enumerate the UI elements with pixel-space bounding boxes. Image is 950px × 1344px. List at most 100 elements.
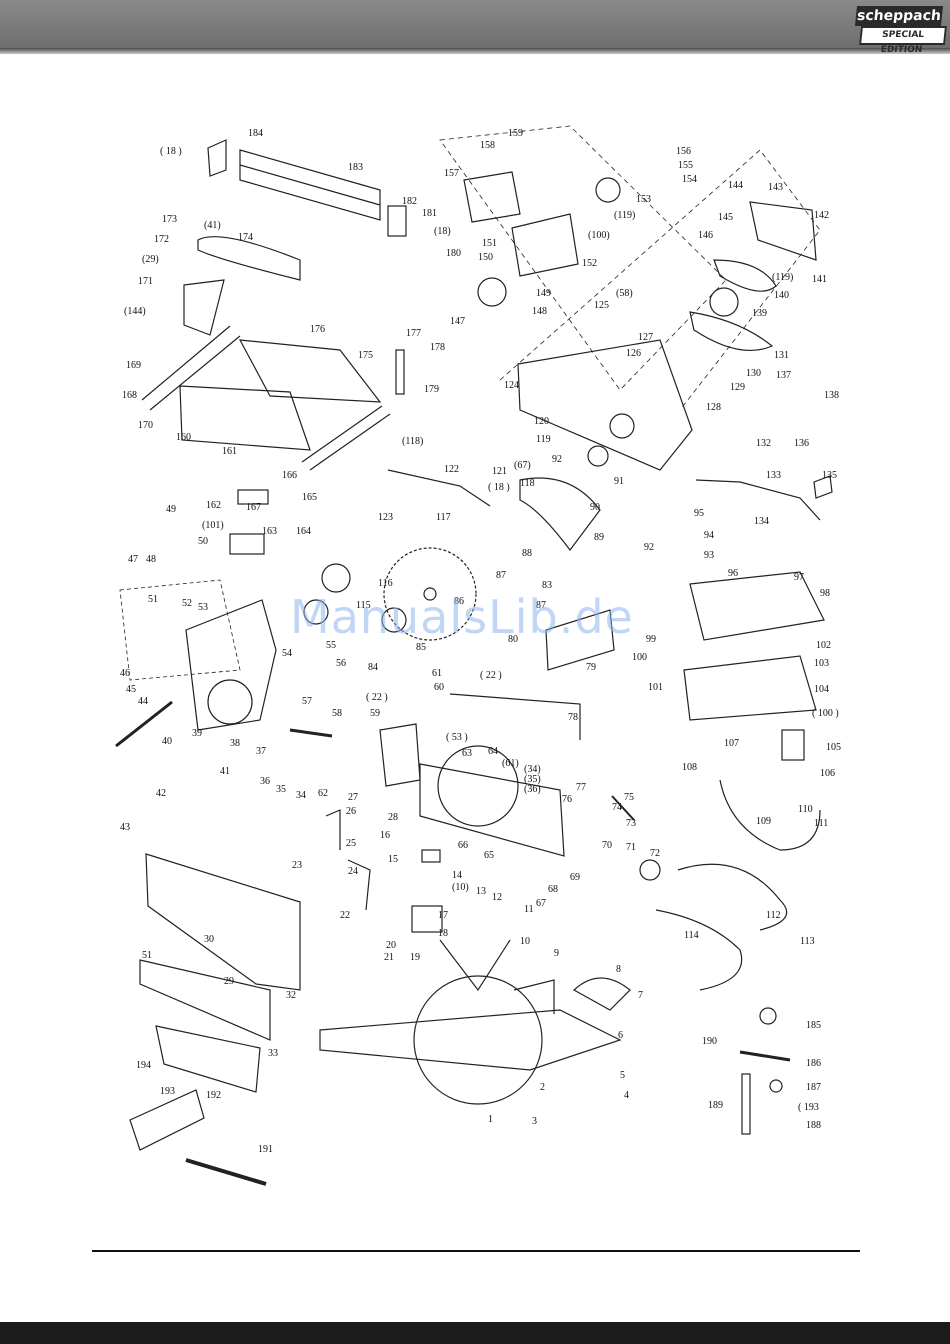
part-callout: 182 [402,196,417,207]
part-callout: 180 [446,248,461,259]
part-callout: 42 [156,788,166,799]
part-callout: 176 [310,324,325,335]
part-callout: 1 [488,1114,493,1125]
part-callout: 142 [814,210,829,221]
block-135 [813,475,833,499]
part-callout: 170 [138,420,153,431]
part-callout: 137 [776,370,791,381]
part-callout: 187 [806,1082,821,1093]
shaft-57 [289,728,333,738]
part-callout: 62 [318,788,328,799]
part-callout: 37 [256,746,266,757]
part-callout: 96 [728,568,738,579]
guard-33 [155,1025,261,1093]
part-callout: 126 [626,348,641,359]
part-callout: 89 [594,532,604,543]
clamp-192 [129,1089,205,1151]
part-callout: 171 [138,276,153,287]
part-callout: 44 [138,696,148,707]
part-callout: 116 [378,578,393,589]
part-callout: 43 [120,822,130,833]
part-callout: 122 [444,464,459,475]
part-callout: 125 [594,300,609,311]
housing-39 [185,599,277,731]
brand-logo: scheppach SPECIAL EDITION [852,2,947,55]
part-callout: (18) [434,226,451,237]
part-callout: 105 [826,742,841,753]
part-callout: 6 [618,1030,623,1041]
part-callout: 97 [794,572,804,583]
watermark: ManualsLib.de [290,590,634,644]
part-callout: (35) [524,774,541,785]
part-callout: 29 [224,976,234,987]
part-callout: 11 [524,904,534,915]
part-callout: 123 [378,512,393,523]
part-callout: 111 [814,818,828,829]
part-callout: 103 [814,658,829,669]
block-162 [237,489,269,505]
pulley-139 [709,287,739,317]
saw-blade-86 [383,547,477,641]
part-callout: 184 [248,128,263,139]
part-callout: (36) [524,784,541,795]
part-callout: 127 [638,332,653,343]
washer-187 [769,1079,783,1093]
part-callout: 87 [536,600,546,611]
part-callout: 54 [282,648,292,659]
part-callout: 48 [146,554,156,565]
part-callout: 146 [698,230,713,241]
part-callout: 181 [422,208,437,219]
part-callout: 120 [534,416,549,427]
part-callout: 109 [756,816,771,827]
footer-bar [0,1322,950,1344]
scale-7 [572,977,631,1011]
belt-131 [689,311,774,352]
part-callout: (29) [142,254,159,265]
part-callout: 39 [192,728,202,739]
part-callout: 67 [536,898,546,909]
rail-183 [239,149,381,221]
footer-rule [92,1250,860,1252]
part-callout: 145 [718,212,733,223]
part-callout: 23 [292,860,302,871]
part-callout: 60 [434,682,444,693]
part-callout: 86 [454,596,464,607]
part-callout: 150 [478,252,493,263]
part-callout: 74 [612,802,622,813]
part-callout: 49 [166,504,176,515]
housing-151 [511,213,579,277]
part-callout: 153 [636,194,651,205]
part-callout: 59 [370,708,380,719]
part-callout: 191 [258,1144,273,1155]
part-callout: 148 [532,306,547,317]
rod-189 [741,1073,751,1135]
part-callout: 72 [650,848,660,859]
part-callout: 20 [386,940,396,951]
rod-179 [395,349,405,395]
part-callout: 22 [340,910,350,921]
rod-134 [695,479,821,521]
part-callout: 158 [480,140,495,151]
knob-185 [759,1007,777,1025]
part-callout: 165 [302,492,317,503]
exploded-parts-diagram: 184( 18 )183182181(18)180173(41)174172(2… [115,125,841,1186]
part-callout: 115 [356,600,371,611]
brand-name: scheppach [854,6,944,26]
part-callout: 107 [724,738,739,749]
part-callout: 193 [160,1086,175,1097]
part-callout: (67) [514,460,531,471]
part-callout: 4 [624,1090,629,1101]
part-callout: 45 [126,684,136,695]
part-callout: 94 [704,530,714,541]
armature-153 [595,177,621,203]
part-callout: 95 [694,508,704,519]
part-callout: 134 [754,516,769,527]
part-callout: 163 [262,526,277,537]
part-callout: 166 [282,470,297,481]
part-callout: 130 [746,368,761,379]
part-callout: (144) [124,306,146,317]
base-leg [439,939,511,992]
part-callout: 87 [496,570,506,581]
plate-176 [238,339,382,403]
part-callout: 162 [206,500,221,511]
